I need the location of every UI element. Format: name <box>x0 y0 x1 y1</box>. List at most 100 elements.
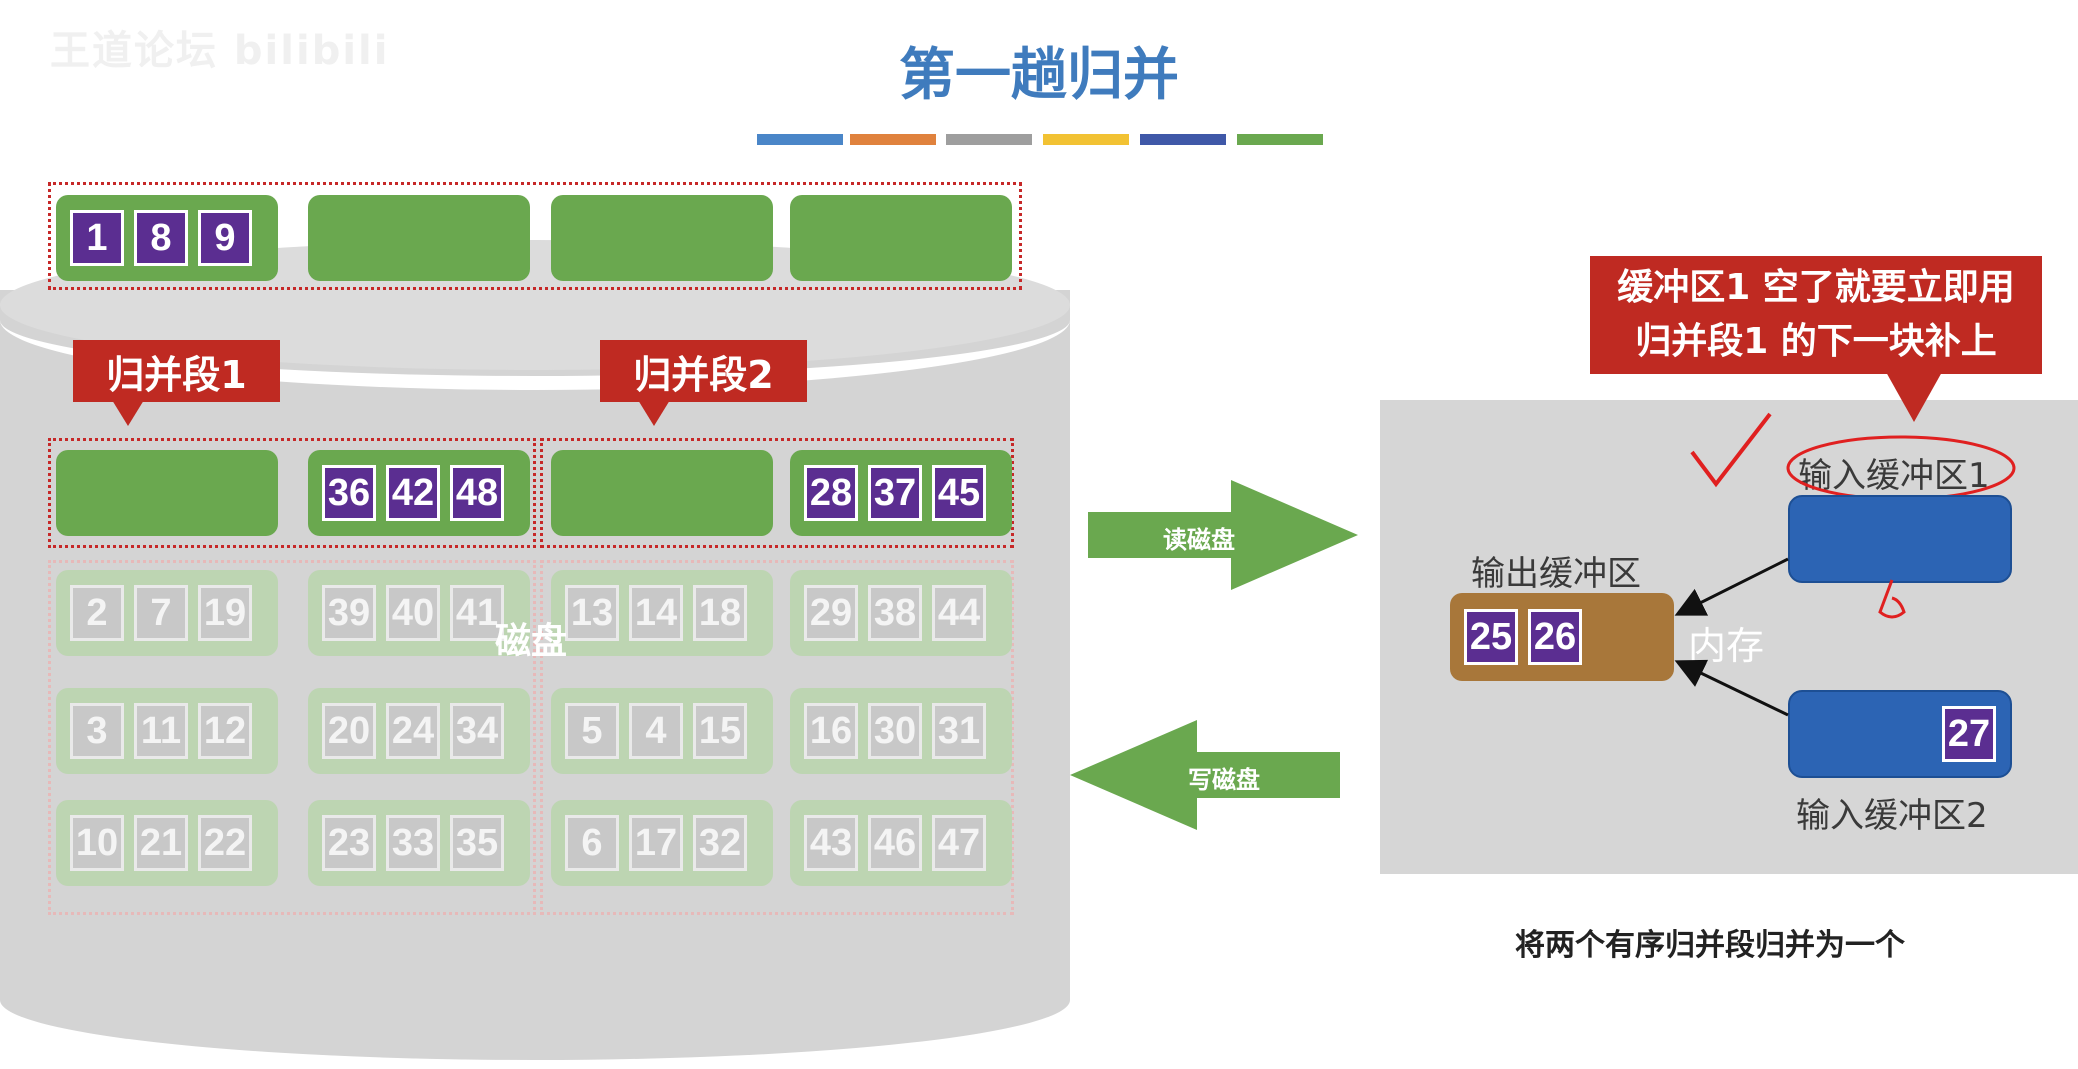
segment-1-frame <box>48 438 536 548</box>
read-disk-label: 读磁盘 <box>1163 526 1235 554</box>
record-cell: 6 <box>565 815 619 871</box>
record-cell: 1 <box>70 210 124 266</box>
output-row-block <box>790 195 1012 281</box>
record-cell: 28 <box>804 465 858 521</box>
record-cell: 38 <box>868 585 922 641</box>
record-cell: 7 <box>134 585 188 641</box>
record-cell: 42 <box>386 465 440 521</box>
slide-caption: 将两个有序归并段归并为一个 <box>1515 928 1905 963</box>
record-cell: 9 <box>198 210 252 266</box>
output-row-block <box>551 195 773 281</box>
segment-2-callout-tail <box>638 400 670 426</box>
title-stripe <box>1237 134 1323 145</box>
record-cell: 41 <box>450 585 504 641</box>
read-disk-arrow <box>1088 480 1358 590</box>
record-cell: 29 <box>804 585 858 641</box>
record-cell: 8 <box>134 210 188 266</box>
disk-label: 磁盘 <box>495 621 568 662</box>
record-cell: 10 <box>70 815 124 871</box>
record-cell: 5 <box>565 703 619 759</box>
arrow-from-input-buffer-1 <box>1674 557 1789 616</box>
record-cell: 47 <box>932 815 986 871</box>
record-cell: 44 <box>932 585 986 641</box>
record-cell: 30 <box>868 703 922 759</box>
record-cell: 35 <box>450 815 504 871</box>
title-stripe <box>1043 134 1129 145</box>
record-cell: 36 <box>322 465 376 521</box>
output-buffer-label: 输出缓冲区 <box>1471 554 1641 594</box>
record-cell: 33 <box>386 815 440 871</box>
write-disk-label: 写磁盘 <box>1188 766 1260 794</box>
record-cell: 4 <box>629 703 683 759</box>
input-buffer-2-record: 27 <box>1942 706 1996 762</box>
refill-note-callout-tail <box>1886 372 1942 422</box>
slide-title: 第一趟归并 <box>899 43 1179 108</box>
record-cell: 17 <box>629 815 683 871</box>
title-stripe <box>757 134 843 145</box>
merge-arrows <box>1674 557 1789 717</box>
record-cell: 31 <box>932 703 986 759</box>
watermark-logo: 王道论坛 bilibili <box>50 28 390 74</box>
record-cell: 14 <box>629 585 683 641</box>
segment-1-faded-frame <box>48 560 536 915</box>
record-cell: 3 <box>70 703 124 759</box>
output-row-block <box>308 195 530 281</box>
title-stripe <box>1140 134 1226 145</box>
output-buffer: 25 26 <box>1450 593 1674 681</box>
segment-2-faded-frame <box>540 560 1014 915</box>
title-stripe <box>850 134 936 145</box>
record-cell: 24 <box>386 703 440 759</box>
active-row-block <box>551 450 773 536</box>
record-cell: 2 <box>70 585 124 641</box>
record-cell: 34 <box>450 703 504 759</box>
record-cell: 39 <box>322 585 376 641</box>
segment-2-callout: 归并段2 <box>600 340 807 402</box>
input-buffer-1 <box>1788 495 2012 583</box>
title-stripe <box>946 134 1032 145</box>
record-cell: 40 <box>386 585 440 641</box>
refill-note-callout: 缓冲区1 空了就要立即用 归并段1 的下一块补上 <box>1590 256 2042 374</box>
record-cell: 19 <box>198 585 252 641</box>
record-cell: 43 <box>804 815 858 871</box>
record-cell: 37 <box>868 465 922 521</box>
record-cell: 18 <box>693 585 747 641</box>
record-cell: 23 <box>322 815 376 871</box>
input-buffer-2-label: 输入缓冲区2 <box>1796 796 1988 836</box>
input-buffer-1-label: 输入缓冲区1 <box>1798 456 1990 496</box>
red-circle-annotation <box>1786 435 2016 501</box>
write-disk-arrow <box>1070 720 1340 830</box>
refill-note-line-1: 缓冲区1 空了就要立即用 <box>1617 267 2015 308</box>
record-cell: 12 <box>198 703 252 759</box>
record-cell: 15 <box>693 703 747 759</box>
segment-1-callout-tail <box>112 400 144 426</box>
record-cell: 11 <box>134 703 188 759</box>
input-buffer-2: 27 <box>1788 690 2012 778</box>
record-cell: 32 <box>693 815 747 871</box>
red-checkmark-annotation <box>1690 412 1772 488</box>
output-row-frame <box>48 182 1022 290</box>
arrow-from-input-buffer-2 <box>1674 659 1789 717</box>
active-row-block <box>56 450 278 536</box>
record-cell: 48 <box>450 465 504 521</box>
record-cell: 20 <box>322 703 376 759</box>
record-cell: 13 <box>565 585 619 641</box>
record-cell: 22 <box>198 815 252 871</box>
segment-1-callout: 归并段1 <box>73 340 280 402</box>
segment-2-frame <box>540 438 1014 548</box>
red-scribble-annotation <box>1878 579 1906 619</box>
